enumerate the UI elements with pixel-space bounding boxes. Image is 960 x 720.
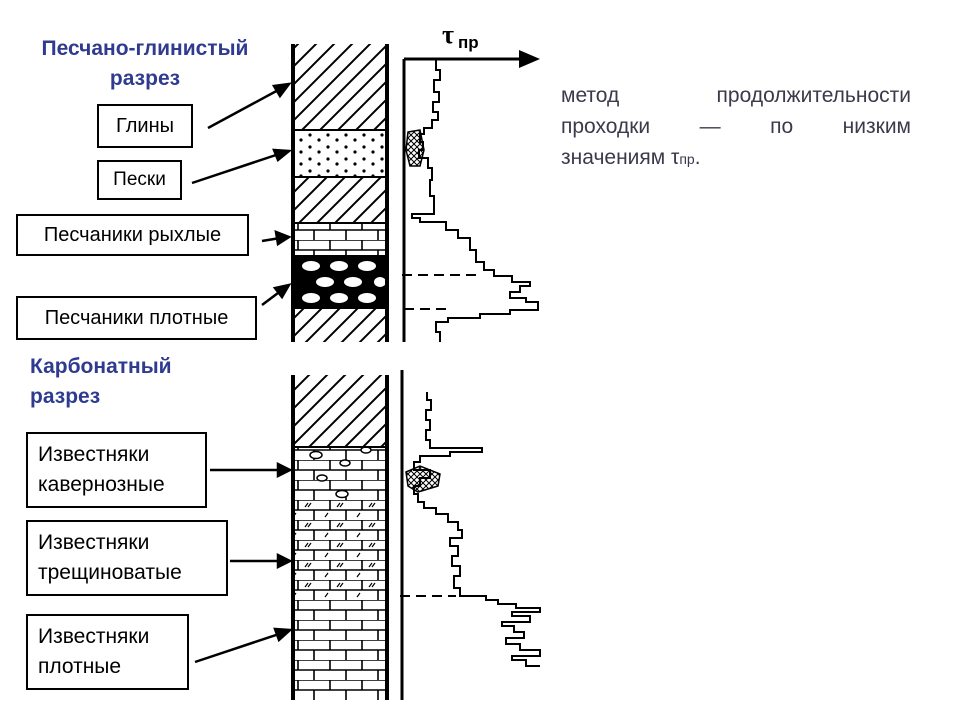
description-line2: проходки — по низким <box>561 115 911 138</box>
label-clays: Глины <box>97 104 193 148</box>
label-loose-sandstones-text: Песчаники рыхлые <box>43 223 222 246</box>
label-sands-text: Пески <box>113 169 166 190</box>
label-loose-sandstones: Песчаники рыхлые <box>16 214 249 256</box>
label-fractured-line1: Известняки <box>38 531 150 554</box>
tau-axis: τ пр <box>400 20 540 700</box>
carbonate-column <box>291 375 389 700</box>
label-dense-sandstones: Песчаники плотные <box>16 296 257 340</box>
label-cavernous-line2: кавернозные <box>38 473 165 496</box>
sandy-clay-title-line2: разрез <box>109 67 181 90</box>
carbonate-title-line1: Карбонатный <box>30 355 172 378</box>
label-dense-limestones: Известняки плотные <box>26 614 189 690</box>
sandy-clay-column <box>291 44 389 342</box>
label-cavernous-line1: Известняки <box>38 443 150 466</box>
label-dense-sandstones-text: Песчаники плотные <box>44 306 229 329</box>
sandy-clay-title-line1: Песчано-глинистый <box>41 37 249 60</box>
axis-symbol: τ <box>442 20 454 49</box>
axis-arrow-icon <box>519 50 540 68</box>
description-line1: метод продолжительности <box>561 84 911 107</box>
axis-subscript: пр <box>458 33 479 52</box>
description-line3-text: значениям τ <box>561 146 680 169</box>
sandy-clay-section-title: Песчано-глинистый разрез <box>10 34 280 94</box>
label-dense-limestones-line2: плотные <box>38 655 122 678</box>
carbonate-title-line2: разрез <box>30 385 101 408</box>
label-fractured-limestones: Известняки трещиноватые <box>26 520 228 596</box>
description-line3-end: . <box>694 146 701 169</box>
label-clays-text: Глины <box>116 114 174 137</box>
upper-log-curve <box>402 60 539 342</box>
method-description: метод продолжительности проходки — по ни… <box>561 80 911 175</box>
label-dense-limestones-line1: Известняки <box>38 625 150 648</box>
label-cavernous-limestones: Известняки кавернозные <box>26 432 207 508</box>
label-arrows <box>191 82 294 664</box>
lower-log-curve <box>400 392 541 667</box>
label-sands: Пески <box>97 160 182 200</box>
description-line3-subscript: пр <box>679 151 695 167</box>
carbonate-section-title: Карбонатный разрез <box>30 352 220 412</box>
label-fractured-line2: трещиноватые <box>38 561 182 584</box>
description-line3: значениям τпр. <box>561 142 911 175</box>
